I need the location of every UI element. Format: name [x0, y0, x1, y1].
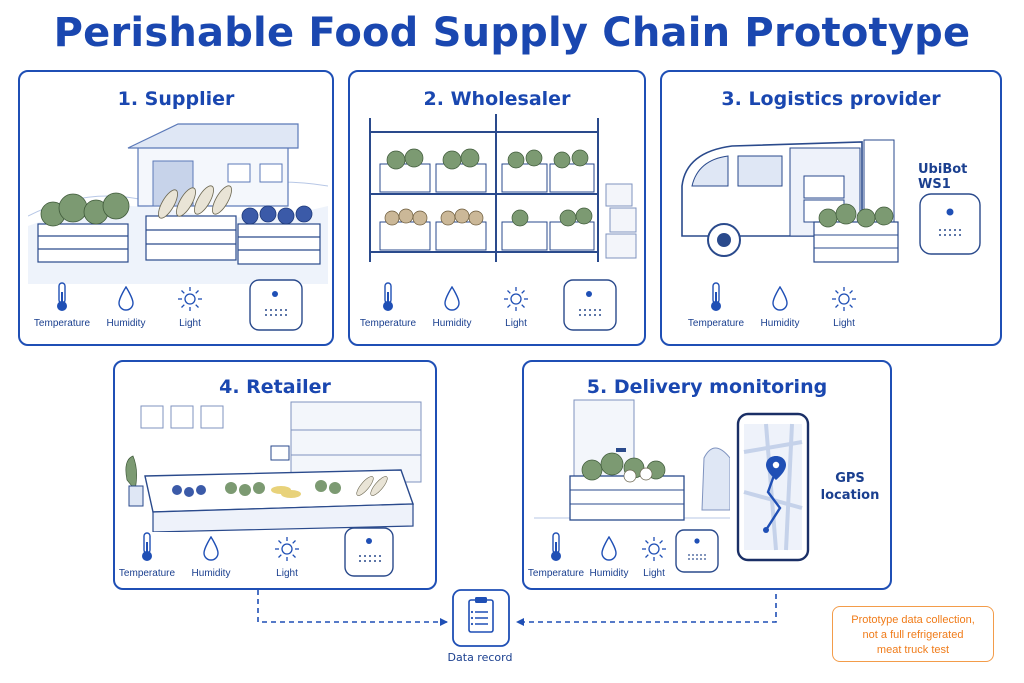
droplet-icon: [444, 286, 460, 311]
thermometer-icon: [383, 282, 393, 311]
stage-panel-supplier: 1. Supplier: [18, 70, 334, 346]
clipboard-icon: [452, 589, 510, 647]
sensor-row: Temperature Humidity Light: [356, 282, 548, 329]
humidity-label: Humidity: [432, 318, 472, 329]
thermometer-icon: [142, 532, 152, 561]
supplier-farm-illustration: [28, 123, 328, 284]
stage-title: 4. Retailer: [219, 376, 331, 398]
sun-icon: [504, 287, 528, 311]
temperature-sensor: Temperature: [524, 532, 588, 579]
sun-icon: [832, 287, 856, 311]
gps-location-label: GPS location: [820, 471, 880, 503]
thermometer-icon: [711, 282, 721, 311]
ubibot-sensor-device: [249, 279, 303, 331]
light-label: Light: [833, 318, 855, 329]
stage-title: 5. Delivery monitoring: [586, 376, 828, 398]
droplet-icon: [203, 536, 219, 561]
light-label: Light: [505, 318, 527, 329]
prototype-note: Prototype data collection, not a full re…: [832, 606, 994, 662]
ubibot-sensor-device: [675, 529, 719, 573]
temperature-label: Temperature: [33, 318, 91, 329]
smartphone-map-icon: [736, 412, 810, 562]
temperature-sensor: Temperature: [30, 282, 94, 329]
stage-title: 2. Wholesaler: [423, 88, 571, 110]
humidity-sensor: Humidity: [179, 536, 243, 579]
stage-panel-delivery-monitoring: 5. Delivery monitoring Temperature Humid…: [522, 360, 892, 590]
temperature-label: Temperature: [359, 318, 417, 329]
thermometer-icon: [551, 532, 561, 561]
droplet-icon: [118, 286, 134, 311]
stage-title: 3. Logistics provider: [721, 88, 941, 110]
light-label: Light: [643, 568, 665, 579]
humidity-sensor: Humidity: [588, 536, 630, 579]
ubibot-sensor-device: [344, 527, 394, 577]
stage-panel-wholesaler: 2. Wholesaler Temperature: [348, 70, 646, 346]
humidity-label: Humidity: [106, 318, 146, 329]
light-sensor: Light: [158, 286, 222, 329]
humidity-sensor: Humidity: [748, 286, 812, 329]
ubibot-sensor-device: [919, 193, 981, 255]
humidity-label: Humidity: [191, 568, 231, 579]
temperature-label: Temperature: [527, 568, 585, 579]
light-label: Light: [276, 568, 298, 579]
droplet-icon: [772, 286, 788, 311]
stage-panel-logistics-provider: 3. Logistics provider UbiBot WS1 Tempera…: [660, 70, 1002, 346]
device-label: UbiBot WS1: [918, 162, 968, 192]
logistics-van-illustration: [681, 139, 899, 263]
delivery-doorstep-illustration: [534, 399, 730, 521]
sun-icon: [178, 287, 202, 311]
light-sensor: Light: [630, 536, 678, 579]
retailer-produce-display-illustration: [125, 401, 422, 532]
data-record-label: Data record: [447, 651, 513, 664]
page-title: Perishable Food Supply Chain Prototype: [53, 10, 971, 56]
light-sensor: Light: [255, 536, 319, 579]
temperature-sensor: Temperature: [115, 532, 179, 579]
ubibot-sensor-device: [563, 279, 617, 331]
stage-title: 1. Supplier: [117, 88, 235, 110]
sun-icon: [642, 537, 666, 561]
temperature-sensor: Temperature: [356, 282, 420, 329]
light-sensor: Light: [812, 286, 876, 329]
wholesaler-warehouse-illustration: [369, 114, 637, 262]
sun-icon: [275, 537, 299, 561]
light-sensor: Light: [484, 286, 548, 329]
temperature-sensor: Temperature: [684, 282, 748, 329]
humidity-sensor: Humidity: [420, 286, 484, 329]
sensor-row: Temperature Humidity Light: [30, 282, 222, 329]
temperature-label: Temperature: [118, 568, 176, 579]
temperature-label: Temperature: [687, 318, 745, 329]
humidity-label: Humidity: [760, 318, 800, 329]
droplet-icon: [601, 536, 617, 561]
sensor-row: Temperature Humidity Light: [524, 532, 678, 579]
sensor-row: Temperature Humidity Light: [684, 282, 876, 329]
light-label: Light: [179, 318, 201, 329]
sensor-row: Temperature Humidity Light: [115, 532, 319, 579]
humidity-label: Humidity: [589, 568, 629, 579]
thermometer-icon: [57, 282, 67, 311]
stage-panel-retailer: 4. Retailer Temperature Humidity Light: [113, 360, 437, 590]
humidity-sensor: Humidity: [94, 286, 158, 329]
